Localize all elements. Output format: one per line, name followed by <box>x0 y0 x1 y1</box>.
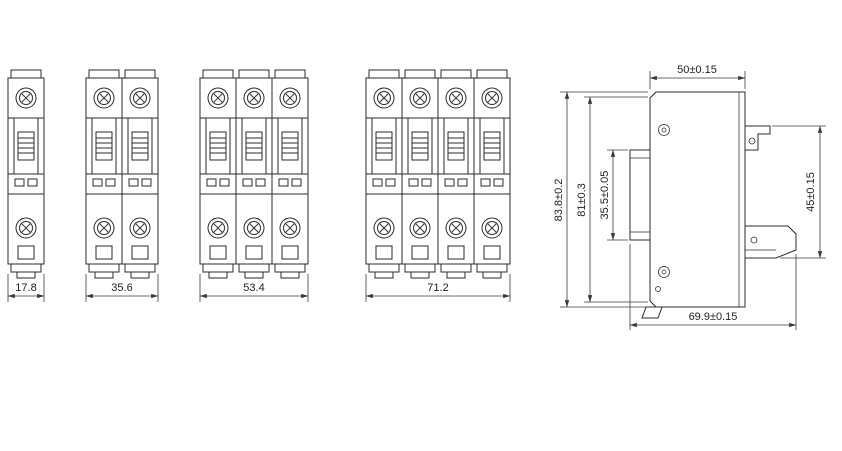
dimension-din-clip-height: 45±0.15 <box>772 125 826 259</box>
pole-module <box>121 69 159 279</box>
clip-rivet-top <box>748 137 756 145</box>
dimension-top-width: 50±0.15 <box>649 64 746 89</box>
dimension-3pole-width: 53.4 <box>199 274 309 302</box>
bottom-foot-tab <box>641 306 663 319</box>
dim-label-body-height: 81±0.3 <box>576 183 588 217</box>
front-view-1pole <box>7 69 45 279</box>
dimension-overall-depth: 69.9±0.15 <box>629 244 797 330</box>
pole-module <box>235 69 273 279</box>
dim-label-top-width: 50±0.15 <box>677 64 717 76</box>
pole-module <box>271 69 309 279</box>
din-clip-top-hook <box>745 125 771 151</box>
front-view-3pole <box>199 69 309 279</box>
side-view-dimensions: 50±0.15 83.8±0.2 81±0.3 35.5±0.05 <box>553 64 826 330</box>
dim-label-overall-depth: 69.9±0.15 <box>689 311 738 323</box>
pole-module <box>401 69 439 279</box>
dim-label-din-clip-height: 45±0.15 <box>805 172 817 212</box>
dim-label-3pole-width: 53.4 <box>243 282 264 294</box>
pole-module <box>365 69 403 279</box>
front-view-dimensions: 17.8 35.6 53.4 71.2 <box>7 274 511 302</box>
dim-label-2pole-width: 35.6 <box>111 282 132 294</box>
pole-module <box>473 69 511 279</box>
din-clip-bottom-latch <box>745 225 797 259</box>
dimension-overall-height: 83.8±0.2 <box>553 91 654 308</box>
side-view: 50±0.15 83.8±0.2 81±0.3 35.5±0.05 <box>553 64 826 330</box>
pole-module <box>7 69 45 279</box>
dimension-4pole-width: 71.2 <box>365 274 511 302</box>
dimension-1pole-width: 17.8 <box>7 274 45 302</box>
clip-rivet-bottom <box>750 236 758 244</box>
front-view-4pole <box>365 69 511 279</box>
pole-module <box>85 69 123 279</box>
pole-module <box>437 69 475 279</box>
din-rail-clip <box>745 125 797 259</box>
dim-label-4pole-width: 71.2 <box>427 282 448 294</box>
dimension-2pole-width: 35.6 <box>85 274 159 302</box>
dimension-body-height: 81±0.3 <box>576 96 648 303</box>
side-screw-details <box>655 124 670 292</box>
pole-module <box>199 69 237 279</box>
dim-label-overall-height: 83.8±0.2 <box>553 179 565 222</box>
dim-label-front-panel-height: 35.5±0.05 <box>599 171 611 220</box>
dimension-front-panel-height: 35.5±0.05 <box>599 149 628 241</box>
dim-label-1pole-width: 17.8 <box>15 282 36 294</box>
side-profile-outline <box>629 91 746 308</box>
front-view-2pole <box>85 69 159 279</box>
